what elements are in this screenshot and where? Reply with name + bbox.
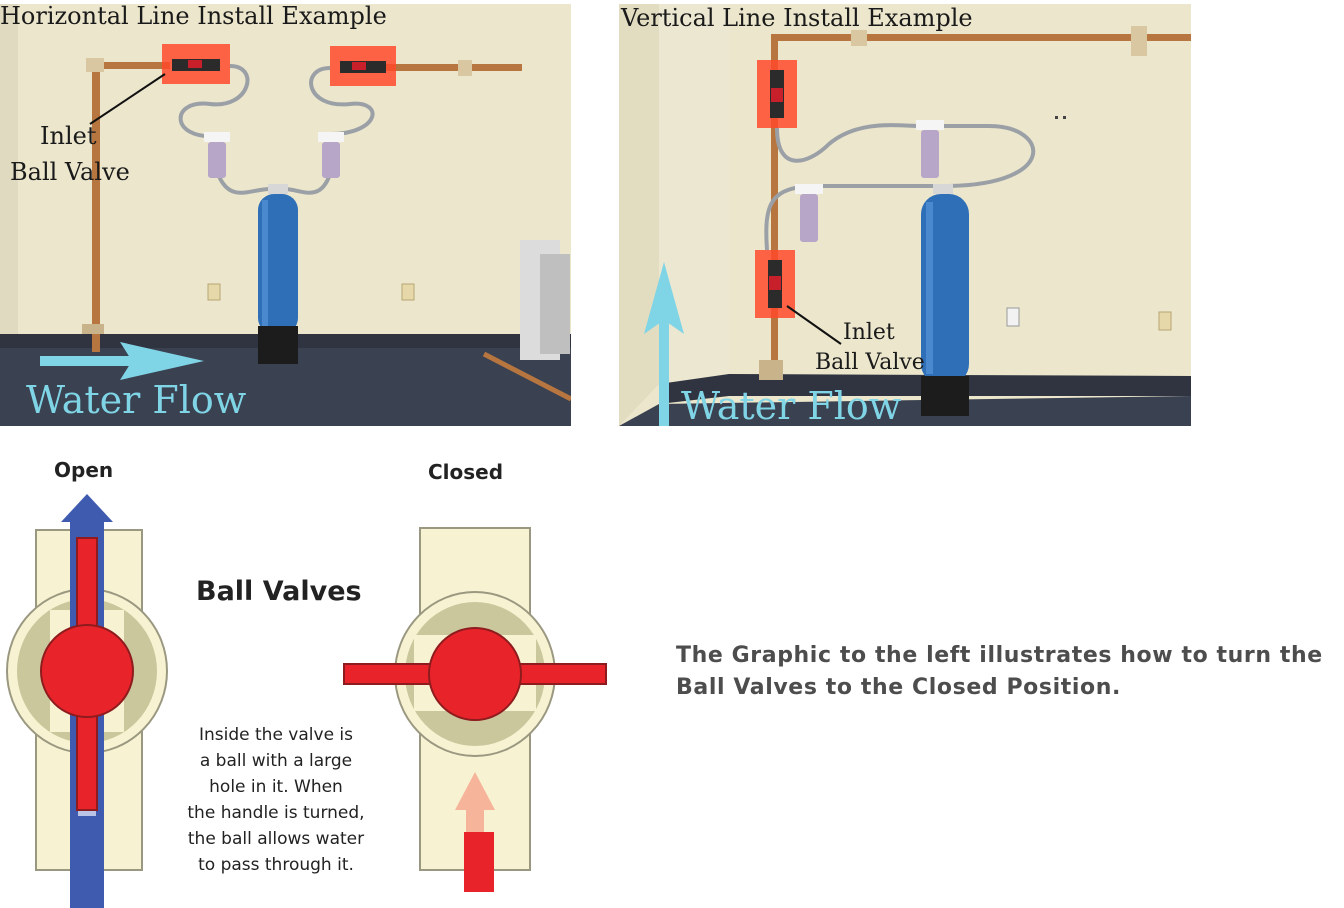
horizontal-install-title: Horizontal Line Install Example [0, 4, 387, 30]
description-line: hole in it. When [209, 777, 343, 797]
closed-position-note: The Graphic to the left illustrates how … [676, 640, 1344, 704]
ball-valves-title: Ball Valves [196, 576, 362, 607]
vertical-install-photo: Vertical Line Install Example Inlet Ball… [619, 4, 1191, 426]
horizontal-inlet-label-line1: Inlet [40, 122, 97, 150]
description-line: the handle is turned, [187, 803, 365, 823]
vertical-install-title: Vertical Line Install Example [621, 4, 973, 32]
vertical-water-flow-label: Water Flow [681, 384, 902, 426]
vertical-inlet-label-line1: Inlet [843, 320, 895, 345]
horizontal-water-flow-label: Water Flow [26, 378, 247, 422]
closed-label: Closed [428, 460, 504, 484]
vertical-inlet-label-line2: Ball Valve [815, 350, 925, 375]
ball-valve-description: Inside the valve is a ball with a large … [168, 722, 384, 878]
ball-valve-diagram: Open Closed Ball Valves Inside the valve… [0, 450, 640, 908]
horizontal-install-photo: Horizontal Line Install Example Inlet Ba… [0, 4, 571, 426]
open-label: Open [54, 458, 114, 482]
ball-valve-graphic [6, 494, 607, 908]
vertical-install-illustration [619, 4, 1191, 426]
description-line: the ball allows water [187, 829, 365, 849]
open-valve-illustration [6, 494, 168, 908]
horizontal-install-illustration [0, 4, 571, 426]
note-line-2: Ball Valves to the Closed Position. [676, 675, 1121, 700]
note-line-1: The Graphic to the left illustrates how … [676, 643, 1323, 668]
description-line: a ball with a large [199, 751, 353, 771]
description-line: to pass through it. [198, 855, 354, 875]
horizontal-inlet-label-line2: Ball Valve [10, 158, 130, 186]
description-line: Inside the valve is [198, 725, 354, 745]
closed-valve-illustration [343, 527, 607, 892]
